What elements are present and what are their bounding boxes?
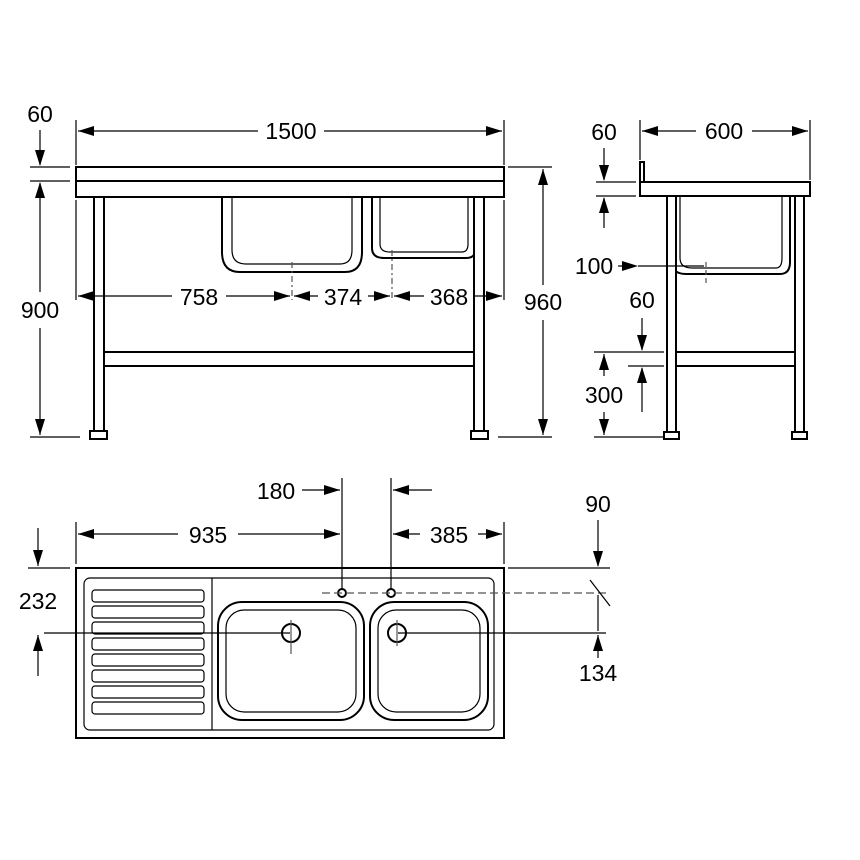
plan-right-bowl-inner [377, 609, 481, 713]
front-worktop-upstand [75, 166, 505, 182]
drainer-rib [91, 605, 205, 619]
arrowhead [792, 126, 808, 136]
arrowhead [622, 261, 638, 271]
tick-mark [589, 579, 611, 607]
arrowhead [33, 635, 43, 651]
arrowhead [78, 126, 94, 136]
drainer-rib [91, 637, 205, 651]
dim-back-to-tap: 90 [585, 491, 611, 517]
side-bowl-inner [679, 196, 783, 269]
plan-left-bowl-inner [225, 609, 357, 713]
front-left-bowl [221, 197, 363, 273]
arrowhead [637, 335, 647, 351]
side-worktop [639, 181, 811, 197]
arrowhead [593, 635, 603, 651]
front-right-leg [473, 196, 485, 432]
dim-shelf-height: 300 [585, 382, 623, 408]
arrowhead [374, 291, 390, 301]
front-left-leg [93, 196, 105, 432]
side-view: 600 60 100 60 300 [575, 118, 811, 440]
dim-side-top-thickness: 60 [591, 119, 617, 145]
drainer-rib [91, 701, 205, 715]
dim-drain-depth: 100 [575, 253, 613, 279]
arrowhead [599, 165, 609, 181]
dim-front-top-thickness: 60 [27, 101, 53, 127]
arrowhead [35, 419, 45, 435]
arrowhead [294, 291, 310, 301]
arrowhead [538, 419, 548, 435]
dim-drain-spacing: 374 [324, 284, 363, 310]
front-right-foot [470, 430, 489, 440]
dim-depth: 600 [705, 118, 743, 144]
side-back-leg [794, 195, 805, 433]
front-shelf [103, 351, 475, 367]
arrowhead [637, 367, 647, 383]
arrowhead [593, 551, 603, 567]
arrowhead [324, 485, 340, 495]
dim-drain-offset-right: 368 [430, 284, 468, 310]
plan-outline [75, 567, 505, 739]
arrowhead [35, 150, 45, 166]
arrowhead [486, 126, 502, 136]
front-left-foot [89, 430, 108, 440]
front-right-bowl [371, 197, 477, 259]
arrowhead [393, 485, 409, 495]
front-right-bowl-inner [379, 197, 469, 253]
front-worktop [75, 180, 505, 198]
arrowhead [393, 529, 409, 539]
dim-tap-hole-spacing: 180 [257, 478, 295, 504]
arrowhead [78, 291, 94, 301]
plan-inner-outline [83, 577, 495, 731]
arrowhead [394, 291, 410, 301]
plan-left-bowl [217, 601, 365, 721]
arrowhead [274, 291, 290, 301]
dim-overall-height: 960 [524, 289, 562, 315]
dim-shelf-thickness: 60 [629, 287, 655, 313]
plan-right-bowl [369, 601, 489, 721]
dim-tap-to-right: 385 [430, 522, 468, 548]
arrowhead [599, 197, 609, 213]
arrowhead [35, 182, 45, 198]
arrowhead [599, 354, 609, 370]
plan-view: 180 935 385 90 232 134 [19, 478, 618, 739]
side-front-leg [666, 195, 677, 433]
arrowhead [78, 529, 94, 539]
side-front-foot [663, 431, 680, 440]
arrowhead [599, 419, 609, 435]
drainer-rib [91, 621, 205, 635]
side-back-foot [791, 431, 808, 440]
dim-left-to-tap: 935 [189, 522, 227, 548]
arrowhead [486, 529, 502, 539]
front-left-bowl-inner [231, 197, 353, 265]
side-upstand [639, 161, 645, 183]
drainer-rib [91, 653, 205, 667]
drainer-ribs [91, 589, 205, 715]
drainer-rib [91, 669, 205, 683]
arrowhead [538, 169, 548, 185]
arrowhead [642, 126, 658, 136]
dim-leg-height: 900 [21, 297, 59, 323]
drainer-rib [91, 589, 205, 603]
dim-back-to-drain-right: 134 [579, 660, 618, 686]
arrowhead [324, 529, 340, 539]
dim-back-to-drain: 232 [19, 588, 57, 614]
front-view: 1500 60 900 960 758 374 [21, 101, 562, 440]
dim-overall-width: 1500 [265, 118, 316, 144]
side-shelf [675, 351, 796, 367]
drainer-rib [91, 685, 205, 699]
side-bowl [671, 196, 791, 275]
arrowhead [33, 550, 43, 566]
dim-drain-offset-left: 758 [180, 284, 218, 310]
arrowhead [486, 291, 502, 301]
